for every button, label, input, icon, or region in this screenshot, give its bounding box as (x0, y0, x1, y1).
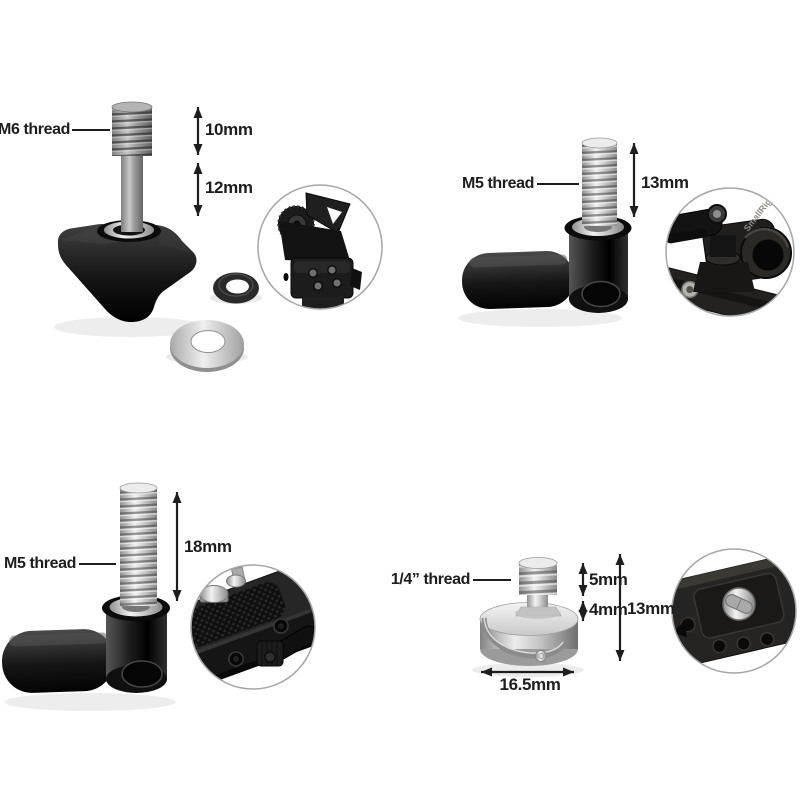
inset-monitor-mount-photo (257, 184, 383, 310)
inset-1-border (257, 184, 383, 310)
shadow (54, 317, 206, 337)
dim-12mm: 12mm (205, 178, 253, 197)
m6-thumbscrew-photo (54, 101, 262, 372)
dim-10mm: 10mm (205, 120, 253, 139)
screw-thread-m5-13 (581, 137, 618, 226)
wing-knob-body (57, 224, 197, 322)
dim-13mm-total: 13mm (627, 599, 675, 618)
shadow (458, 309, 622, 327)
m5-18-thumbscrew-photo (2, 482, 176, 711)
quarter-screw-photo (472, 557, 584, 677)
screw-thread-quarter (518, 557, 558, 595)
dim-13mm: 13mm (641, 173, 689, 192)
m5-13-thumbscrew-photo (458, 137, 632, 327)
label-m6-thread: M6 thread (0, 121, 70, 138)
inset-3-border (190, 564, 316, 690)
dim-5mm: 5mm (589, 570, 628, 589)
knob-right-facet (156, 227, 190, 252)
screw-neck (515, 592, 562, 619)
dim-16-5mm: 16.5mm (499, 675, 561, 694)
m6-annotations (72, 107, 203, 216)
m5-18-annotations (79, 492, 182, 601)
quarter-annotations (473, 554, 625, 677)
d-ring-bail (481, 616, 567, 662)
dim-4mm: 4mm (589, 600, 628, 619)
knob-hole (121, 660, 163, 688)
label-m5-thread-13: M5 thread (462, 175, 534, 192)
screw-thread-m6 (111, 101, 153, 156)
dim-18mm: 18mm (184, 537, 232, 556)
inset-rod-clamp-photo: SmallRig (665, 187, 795, 317)
shadow (4, 693, 176, 711)
inset-4-border (671, 548, 797, 674)
m5-13-annotations (537, 143, 639, 217)
screw-shaft (121, 152, 143, 232)
lever-arm (2, 629, 115, 693)
inset-2-border (665, 187, 795, 317)
label-quarter-thread: 1/4” thread (390, 571, 471, 588)
inset-3-content (191, 565, 315, 689)
inset-qr-plate-photo (190, 564, 316, 690)
m6-washer (166, 320, 248, 372)
label-m5-thread-18: M5 thread (4, 555, 76, 572)
m6-oring (210, 272, 262, 304)
knob-hole (581, 280, 621, 308)
inset-1-content (277, 192, 362, 309)
lever-arm (461, 250, 575, 310)
screw-thread-m5-18 (119, 482, 158, 606)
inset-camera-plate-photo (671, 548, 797, 674)
